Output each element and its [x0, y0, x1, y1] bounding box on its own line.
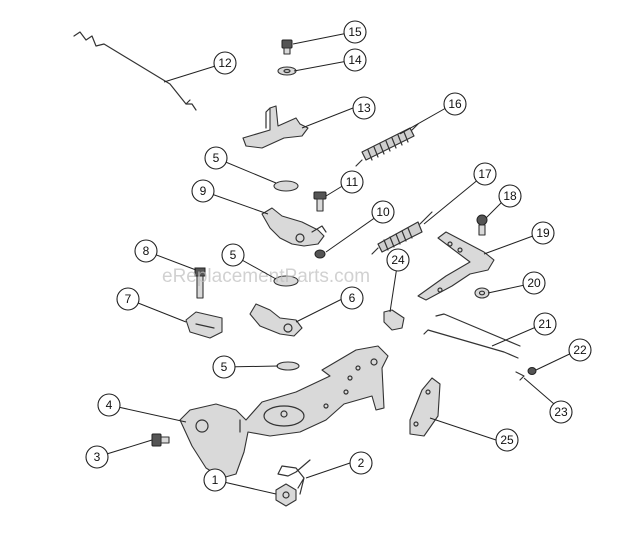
part-bracket-13	[242, 105, 309, 149]
part-spring-16	[355, 123, 419, 167]
part-control-plate-4	[179, 345, 389, 479]
svg-text:13: 13	[357, 101, 371, 115]
callout-11: 11	[340, 170, 364, 194]
part-washer-5b	[273, 275, 299, 287]
callout-17: 17	[473, 162, 497, 186]
part-link-wire-21	[423, 313, 521, 359]
callout-10: 10	[371, 200, 395, 224]
svg-text:21: 21	[538, 317, 552, 331]
part-clip-24	[383, 309, 405, 331]
part-end-link-23	[515, 371, 525, 381]
part-screw-3	[151, 433, 170, 447]
part-lever-9	[261, 207, 325, 247]
callout-18: 18	[498, 184, 522, 208]
svg-text:3: 3	[94, 450, 101, 464]
part-washer-5c	[276, 361, 300, 371]
part-nut-22	[527, 367, 537, 375]
callout-24: 24	[386, 248, 410, 272]
part-spring-clip-2	[277, 459, 311, 495]
callout-4: 4	[97, 393, 121, 417]
parts-artwork	[73, 31, 537, 507]
part-washer-14	[277, 66, 297, 76]
part-screw-18	[476, 214, 488, 236]
callout-6: 6	[340, 286, 364, 310]
svg-text:16: 16	[448, 97, 462, 111]
callout-2: 2	[349, 451, 373, 475]
callout-13: 13	[352, 96, 376, 120]
callout-23: 23	[549, 400, 573, 424]
part-stud-8	[194, 267, 206, 299]
svg-text:18: 18	[503, 189, 517, 203]
part-screw-15	[281, 39, 293, 55]
svg-text:1: 1	[212, 473, 219, 487]
part-governor-rod	[73, 31, 197, 111]
svg-text:15: 15	[348, 25, 362, 39]
svg-text:12: 12	[218, 56, 232, 70]
svg-text:14: 14	[348, 53, 362, 67]
svg-text:24: 24	[391, 253, 405, 267]
callout-3: 3	[85, 445, 109, 469]
callout-22: 22	[568, 338, 592, 362]
callout-7: 7	[116, 287, 140, 311]
svg-text:2: 2	[358, 456, 365, 470]
svg-text:5: 5	[221, 360, 228, 374]
leader-lines	[96, 31, 579, 495]
part-nut-10	[314, 249, 326, 259]
part-bracket-7	[185, 311, 223, 339]
part-screw-11	[313, 191, 327, 212]
svg-text:5: 5	[213, 151, 220, 165]
svg-text:22: 22	[573, 343, 587, 357]
svg-text:20: 20	[527, 276, 541, 290]
callout-19: 19	[531, 221, 555, 245]
callout-5-bottom: 5	[212, 355, 236, 379]
part-washer-5a	[273, 180, 299, 192]
svg-text:25: 25	[500, 433, 514, 447]
svg-text:19: 19	[536, 226, 550, 240]
callout-1: 1	[203, 468, 227, 492]
callout-8: 8	[134, 239, 158, 263]
svg-text:7: 7	[125, 292, 132, 306]
callout-12: 12	[213, 51, 237, 75]
callout-15: 15	[343, 20, 367, 44]
callouts: 1 2 3 4 5 5 5 6 7 8 9 10 11 12 13 14 15 …	[85, 20, 592, 492]
svg-text:9: 9	[200, 184, 207, 198]
callout-14: 14	[343, 48, 367, 72]
part-plate-25	[409, 377, 441, 437]
callout-20: 20	[522, 271, 546, 295]
callout-5-middle: 5	[221, 243, 245, 267]
svg-text:23: 23	[554, 405, 568, 419]
svg-text:8: 8	[143, 244, 150, 258]
callout-25: 25	[495, 428, 519, 452]
part-lever-19	[417, 231, 495, 301]
callout-5-top: 5	[204, 146, 228, 170]
callout-16: 16	[443, 92, 467, 116]
svg-text:6: 6	[349, 291, 356, 305]
callout-21: 21	[533, 312, 557, 336]
part-nut-20	[474, 287, 490, 299]
watermark-text: eReplacementParts.com	[162, 266, 370, 287]
svg-text:10: 10	[376, 205, 390, 219]
part-plate-6	[249, 303, 303, 337]
svg-text:5: 5	[230, 248, 237, 262]
callout-9: 9	[191, 179, 215, 203]
part-spring-17	[371, 211, 433, 255]
svg-text:17: 17	[478, 167, 492, 181]
svg-text:4: 4	[106, 398, 113, 412]
svg-text:11: 11	[346, 175, 359, 189]
part-nut-1	[275, 483, 297, 507]
